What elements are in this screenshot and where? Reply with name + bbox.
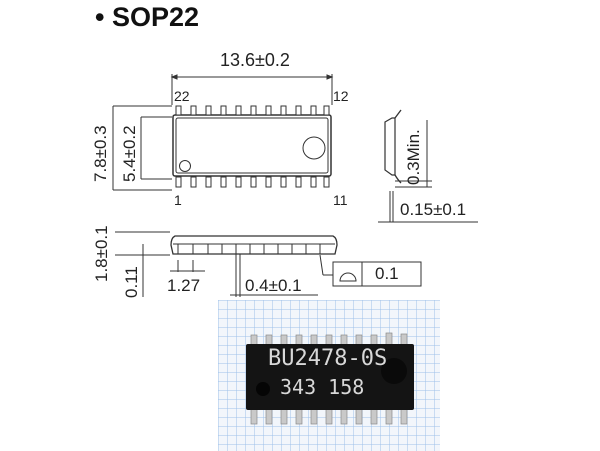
coplanarity-value: 0.1 [375,264,399,283]
title-bullet: • [95,2,105,32]
height-dimension: 1.8±0.1 [92,225,111,282]
chip-photo: BU2478-0S 343 158 [218,300,440,451]
pitch-dimension: 1.27 [167,276,201,295]
pin-label-1: 1 [174,192,182,208]
side-pins [177,244,321,254]
pin-label-12: 12 [333,88,349,104]
package-title: • SOP22 [95,2,199,33]
standoff-dimension: 0.11 [122,266,141,298]
body-width-dimension: 5.4±0.2 [120,125,139,182]
top-pins [175,105,330,116]
bottom-pins [175,176,330,188]
length-dimension: 13.6±0.2 [220,50,290,70]
outer-width-dimension: 7.8±0.3 [91,125,110,182]
lead-thickness-dimension: 0.15±0.1 [400,200,467,219]
lead-width-dimension: 0.4±0.1 [245,276,302,295]
chip-marking-line2: 343 158 [280,375,365,399]
chip-marking-line1: BU2478-0S [268,346,388,371]
standoff-min-dimension: 0.3Min. [404,129,423,185]
package-name: SOP22 [111,2,200,32]
pin-label-11: 11 [333,192,348,208]
pin-label-22: 22 [174,88,190,104]
